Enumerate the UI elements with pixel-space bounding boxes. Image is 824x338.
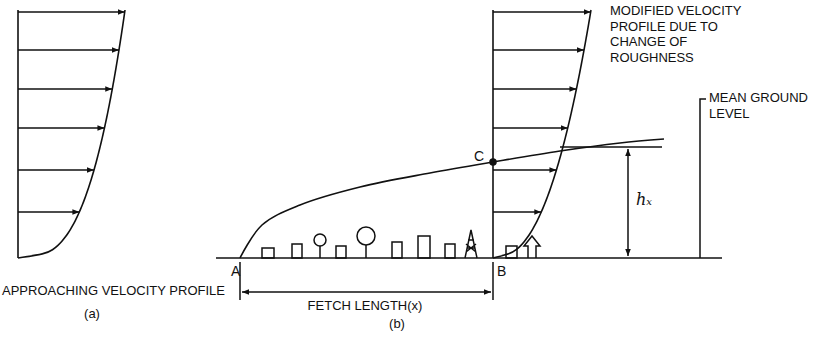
height-axis [492,10,494,258]
point-label: B [497,263,506,280]
point-label: A [231,263,240,280]
hx-dimension [627,149,629,256]
velocity-arrow [493,169,556,170]
boundary-layer-curve [240,139,664,258]
velocity-arrow [18,211,79,212]
modified-profile [493,10,591,258]
fetch-dimension [242,291,491,293]
velocity-arrow [18,169,94,170]
caption-label: APPROACHING VELOCITY PROFILE [2,283,172,299]
velocity-arrow [18,11,125,12]
height-axis [17,10,19,258]
velocity-arrow [493,11,591,12]
ground-line [216,257,722,259]
velocity-arrow [493,49,584,50]
velocity-arrow [18,88,112,89]
figure-label: (b) [377,316,417,332]
velocity-arrow [18,49,119,50]
velocity-arrow [493,88,576,89]
velocity-arrow [493,127,568,128]
leader-line [700,99,706,258]
velocity-arrow [18,127,104,128]
note-label: MODIFIED VELOCITY PROFILE DUE TO CHANGE … [610,3,760,65]
hx-top-line [560,146,662,148]
dimension-label: FETCH LENGTH(x) [300,298,430,314]
profile-curve [18,10,125,258]
velocity-arrow [493,211,541,212]
point-label: C [474,148,484,165]
dimension-label: hₓ [636,190,652,209]
note-label: MEAN GROUND LEVEL [709,90,819,121]
extension-line [492,262,494,300]
profile-curve [493,10,591,258]
approach-profile [18,10,125,258]
figure-label: (a) [72,306,112,322]
roughness-elements [262,227,540,258]
